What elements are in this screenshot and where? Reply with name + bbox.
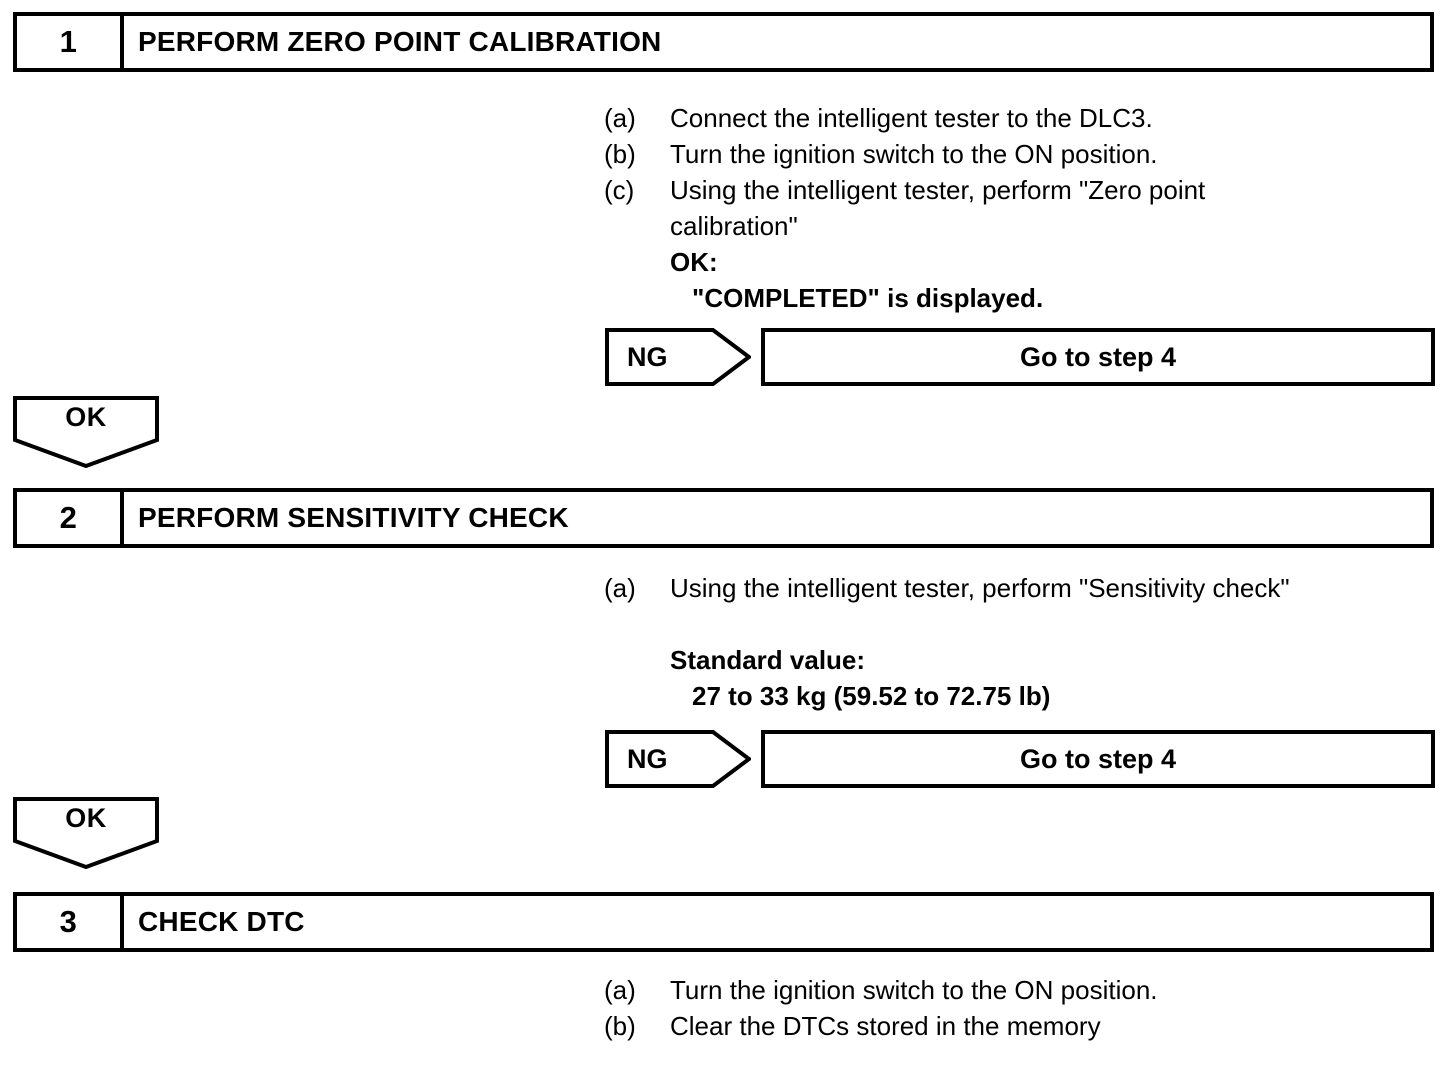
ng-label: NG xyxy=(627,341,668,372)
goto-step-box-2[interactable]: Go to step 4 xyxy=(761,730,1435,788)
step-header-3: 3 CHECK DTC xyxy=(13,892,1434,952)
step-title-2: PERFORM SENSITIVITY CHECK xyxy=(138,502,569,533)
instruction-continuation: calibration" xyxy=(670,211,798,241)
step-2-instructions: (a) Using the intelligent tester, perfor… xyxy=(604,570,1424,714)
step-2-ng-branch: NG Go to step 4 xyxy=(605,730,1435,788)
instruction-item: (b) Clear the DTCs stored in the memory xyxy=(604,1008,1424,1044)
step-1-instructions: (a) Connect the intelligent tester to th… xyxy=(604,100,1424,316)
ng-arrow-icon xyxy=(605,730,751,788)
instruction-text: Turn the ignition switch to the ON posit… xyxy=(670,139,1158,169)
instruction-text: Clear the DTCs stored in the memory xyxy=(670,1011,1101,1041)
instruction-text: Turn the ignition switch to the ON posit… xyxy=(670,975,1158,1005)
ok-arrow-icon xyxy=(13,797,159,869)
instruction-item: (a) Using the intelligent tester, perfor… xyxy=(604,570,1424,606)
instruction-text: Using the intelligent tester, perform "S… xyxy=(670,573,1290,603)
instruction-marker: (b) xyxy=(604,1011,636,1041)
step-1-ng-branch: NG Go to step 4 xyxy=(605,328,1435,386)
ng-arrow-tag-1: NG xyxy=(605,328,751,386)
step-title-3: CHECK DTC xyxy=(138,906,305,937)
instruction-item: (c) Using the intelligent tester, perfor… xyxy=(604,172,1424,208)
instruction-marker: (b) xyxy=(604,139,636,169)
instruction-marker: (c) xyxy=(604,175,635,205)
instruction-item: (a) Connect the intelligent tester to th… xyxy=(604,100,1424,136)
instruction-text: Connect the intelligent tester to the DL… xyxy=(670,103,1153,133)
ng-label: NG xyxy=(627,743,668,774)
ok-label: OK xyxy=(65,803,107,833)
instruction-marker: (a) xyxy=(604,573,636,603)
step-1-ok-arrow: OK xyxy=(13,396,159,468)
instruction-item: (a) Turn the ignition switch to the ON p… xyxy=(604,972,1424,1008)
ng-arrow-tag-2: NG xyxy=(605,730,751,788)
step-header-1: 1 PERFORM ZERO POINT CALIBRATION xyxy=(13,12,1434,72)
step-3-instructions: (a) Turn the ignition switch to the ON p… xyxy=(604,972,1424,1044)
ok-criteria-value: "COMPLETED" is displayed. xyxy=(692,283,1044,313)
ok-label: OK xyxy=(65,402,107,432)
instruction-item: (b) Turn the ignition switch to the ON p… xyxy=(604,136,1424,172)
instruction-text: Using the intelligent tester, perform "Z… xyxy=(670,175,1206,205)
ok-criteria-label: OK: xyxy=(670,247,718,277)
standard-value-range: 27 to 33 kg (59.52 to 72.75 lb) xyxy=(692,681,1051,711)
instruction-marker: (a) xyxy=(604,975,636,1005)
instruction-marker: (a) xyxy=(604,103,636,133)
step-title-1: PERFORM ZERO POINT CALIBRATION xyxy=(138,26,662,57)
goto-step-box-1[interactable]: Go to step 4 xyxy=(761,328,1435,386)
step-number-3: 3 xyxy=(17,896,124,948)
step-2-ok-arrow: OK xyxy=(13,797,159,869)
standard-value-label: Standard value: xyxy=(670,645,866,675)
ok-arrow-icon xyxy=(13,396,159,468)
ng-arrow-icon xyxy=(605,328,751,386)
step-number-2: 2 xyxy=(17,492,124,544)
instruction-spacer xyxy=(604,606,1424,642)
step-number-1: 1 xyxy=(17,16,124,68)
step-header-2: 2 PERFORM SENSITIVITY CHECK xyxy=(13,488,1434,548)
